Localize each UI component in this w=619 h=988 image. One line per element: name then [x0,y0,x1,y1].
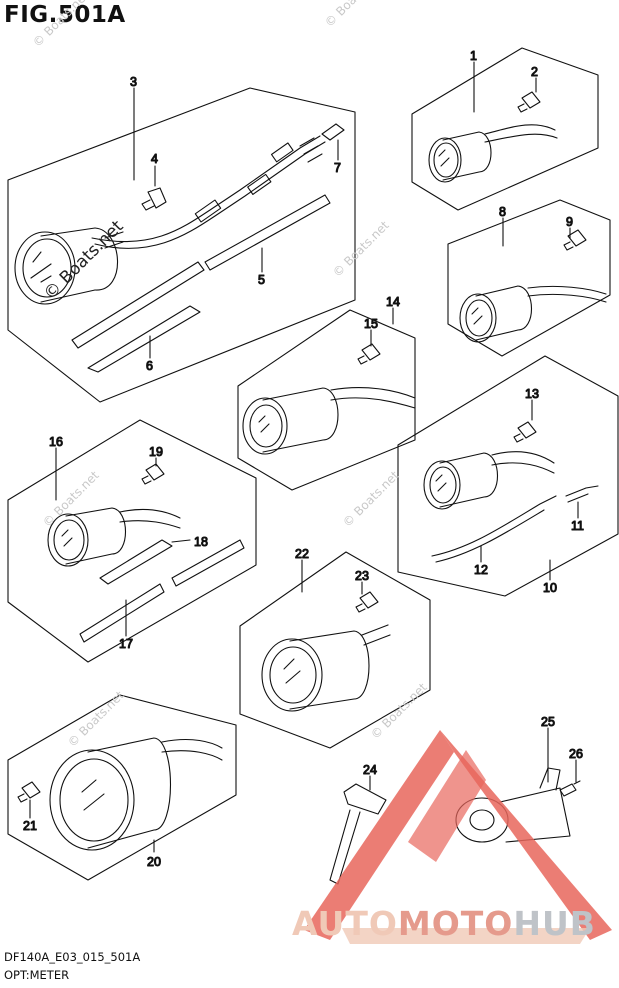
gauge-13-kit [423,451,555,510]
bulb-13 [513,421,537,443]
figure-title: FIG.501A [4,2,126,28]
bulb-19 [141,463,165,485]
callout-15: 15 [364,317,378,331]
callout-21: 21 [23,819,37,833]
bulb-4 [141,187,167,211]
harness-3 [91,135,326,249]
callout-17: 17 [119,637,133,651]
callout-25: 25 [541,715,555,729]
callout-4: 4 [151,152,158,166]
strap-6 [87,305,201,373]
part-24 [329,783,387,885]
tube-5b [71,261,205,349]
bulb-15 [357,343,381,365]
tube-5 [204,194,331,271]
strap-18 [99,539,173,585]
callout-8: 8 [499,205,506,219]
callout-26: 26 [569,747,583,761]
callout-6: 6 [146,359,153,373]
harness-11 [565,485,599,503]
panel-kit-8 [447,199,611,357]
callout-16: 16 [49,435,63,449]
logo-wordmark: AUTOMOTOHUB [292,904,596,943]
gauge-14 [242,387,416,455]
callout-9: 9 [566,215,573,229]
callout-5: 5 [258,273,265,287]
panel-kit-16 [7,419,257,663]
bulb-21 [17,781,41,803]
tube-17a [171,539,245,587]
logo-word-moto: MOTO [397,904,514,943]
connector-7 [321,123,345,141]
callout-18: 18 [194,535,208,549]
panel-kit-3 [7,87,356,403]
callout-19: 19 [149,445,163,459]
callout-20: 20 [147,855,161,869]
section-label: OPT:METER [4,968,70,982]
gauge-22 [261,624,391,712]
screw-26 [559,780,581,797]
panel-kit-10 [397,355,619,597]
callout-10: 10 [543,581,557,595]
callout-24: 24 [363,763,377,777]
logo-word-auto: AUTO [292,904,398,943]
callout-13: 13 [525,387,539,401]
panel-kit-20 [7,694,237,881]
gauge-20 [49,737,223,851]
bulb-2 [517,91,541,113]
gauge-16 [47,507,181,567]
callout-23: 23 [355,569,369,583]
panel-kit-1 [411,47,599,211]
bulb-9 [563,229,587,251]
gauge-8 [459,285,607,343]
panel-kit-14 [237,309,416,491]
callout-3: 3 [130,75,137,89]
callout-14: 14 [386,295,400,309]
tube-17b [79,583,165,643]
part-25 [455,767,571,843]
logo-word-hub: HUB [513,904,596,943]
panel-kit-22 [239,551,431,749]
logo-triangle [304,730,612,944]
callout-1: 1 [470,49,477,63]
callout-22: 22 [295,547,309,561]
callout-12: 12 [474,563,488,577]
gauge-1 [428,124,558,183]
callout-11: 11 [571,519,584,533]
model-code: DF140A_E03_015_501A [4,950,141,964]
harness-12 [431,495,557,563]
bulb-23 [355,591,379,613]
callout-7: 7 [334,161,341,175]
callout-2: 2 [531,65,538,79]
leader-lines [29,61,579,853]
